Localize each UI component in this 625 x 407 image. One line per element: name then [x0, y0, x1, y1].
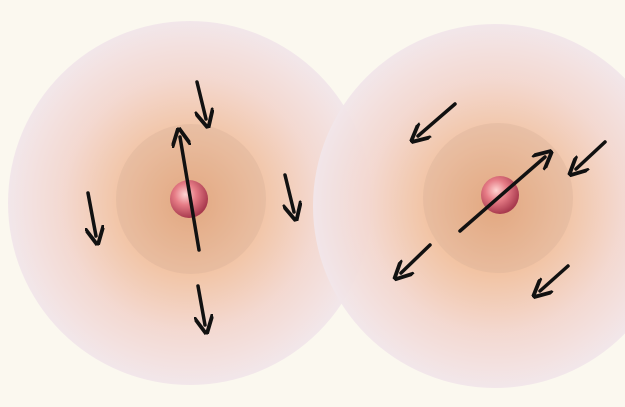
atom-right [313, 24, 625, 388]
